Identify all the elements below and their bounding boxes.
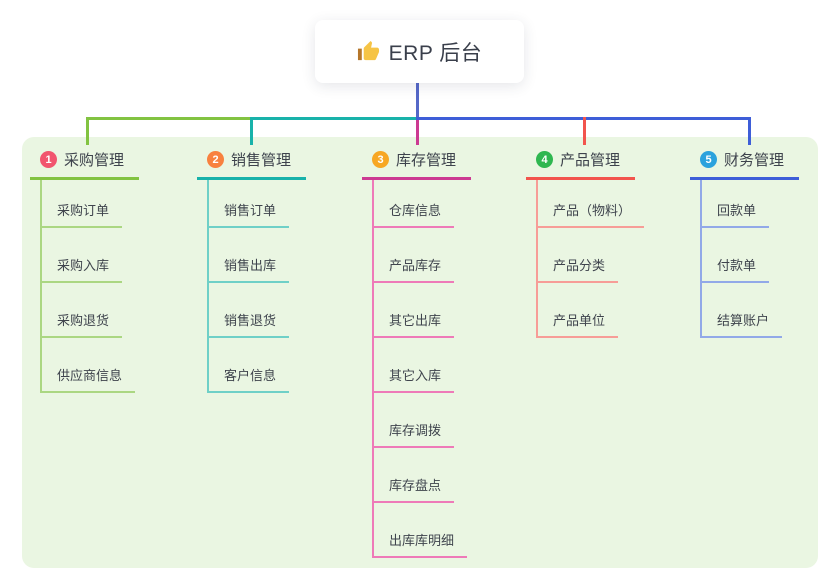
node-label[interactable]: 回款单 [700, 200, 770, 228]
connector-root-vertical [416, 83, 419, 118]
branch-1-badge: 1 [40, 151, 57, 168]
list-item: 结算账户 [700, 283, 799, 338]
branch-2-title: 销售管理 [231, 152, 292, 169]
list-item: 产品库存 [372, 228, 471, 283]
branch-finance-header[interactable]: 5 财务管理 [690, 149, 800, 180]
root-node-title: ERP 后台 [388, 41, 483, 65]
branch-3-children: 仓库信息 产品库存 其它出库 其它入库 库存调拨 库存盘点 出库库明细 [372, 180, 471, 558]
list-item: 产品分类 [536, 228, 644, 283]
branch-purchase-header[interactable]: 1 采购管理 [30, 149, 140, 180]
branch-inventory-header[interactable]: 3 库存管理 [362, 149, 472, 180]
branch-inventory: 3 库存管理 仓库信息 产品库存 其它出库 其它入库 库存调拨 库存盘点 出库库… [362, 149, 472, 558]
branch-product-header[interactable]: 4 产品管理 [526, 149, 636, 180]
list-item: 供应商信息 [40, 338, 139, 393]
branch-5-children: 回款单 付款单 结算账户 [700, 180, 799, 338]
node-label[interactable]: 结算账户 [700, 310, 783, 338]
list-item: 客户信息 [207, 338, 306, 393]
branch-4-children: 产品（物料） 产品分类 产品单位 [536, 180, 645, 338]
list-item: 库存调拨 [372, 393, 471, 448]
branch-3-badge: 3 [372, 151, 389, 168]
branch-product: 4 产品管理 产品（物料） 产品分类 产品单位 [526, 149, 645, 338]
branch-sales: 2 销售管理 销售订单 销售出库 销售退货 客户信息 [197, 149, 307, 393]
node-label[interactable]: 仓库信息 [372, 200, 455, 228]
branch-4-title: 产品管理 [560, 152, 621, 169]
list-item: 其它出库 [372, 283, 471, 338]
node-label[interactable]: 库存调拨 [372, 420, 455, 448]
connector-branch-1-drop [86, 117, 89, 145]
branch-purchase: 1 采购管理 采购订单 采购入库 采购退货 供应商信息 [30, 149, 140, 393]
branch-5-badge: 5 [700, 151, 717, 168]
list-item: 其它入库 [372, 338, 471, 393]
list-item: 出库库明细 [372, 503, 471, 558]
list-item: 采购订单 [40, 180, 139, 228]
branch-3-title: 库存管理 [396, 152, 457, 169]
node-label[interactable]: 产品（物料） [536, 200, 645, 228]
node-label[interactable]: 采购退货 [40, 310, 123, 338]
branch-5-title: 财务管理 [724, 152, 785, 169]
connector-branch-2-drop [250, 117, 253, 145]
list-item: 销售出库 [207, 228, 306, 283]
node-label[interactable]: 其它入库 [372, 365, 455, 393]
node-label[interactable]: 出库库明细 [372, 530, 468, 558]
node-label[interactable]: 产品单位 [536, 310, 619, 338]
list-item: 产品（物料） [536, 180, 645, 228]
thumbs-up-icon [357, 40, 379, 61]
list-item: 销售退货 [207, 283, 306, 338]
list-item: 销售订单 [207, 180, 306, 228]
node-label[interactable]: 其它出库 [372, 310, 455, 338]
connector-branch-1-horizontal [86, 117, 253, 120]
node-label[interactable]: 采购入库 [40, 255, 123, 283]
branch-1-title: 采购管理 [64, 152, 125, 169]
branch-2-badge: 2 [207, 151, 224, 168]
node-label[interactable]: 供应商信息 [40, 365, 136, 393]
connector-branch-4-drop [583, 117, 586, 145]
node-label[interactable]: 销售退货 [207, 310, 290, 338]
node-label[interactable]: 库存盘点 [372, 475, 455, 503]
branch-2-children: 销售订单 销售出库 销售退货 客户信息 [207, 180, 306, 393]
node-label[interactable]: 客户信息 [207, 365, 290, 393]
branch-sales-header[interactable]: 2 销售管理 [197, 149, 307, 180]
connector-branch-2-horizontal [250, 117, 418, 120]
list-item: 库存盘点 [372, 448, 471, 503]
node-label[interactable]: 产品库存 [372, 255, 455, 283]
branch-finance: 5 财务管理 回款单 付款单 结算账户 [690, 149, 800, 338]
node-label[interactable]: 销售出库 [207, 255, 290, 283]
list-item: 产品单位 [536, 283, 644, 338]
list-item: 付款单 [700, 228, 799, 283]
branch-1-children: 采购订单 采购入库 采购退货 供应商信息 [40, 180, 139, 393]
list-item: 仓库信息 [372, 180, 471, 228]
node-label[interactable]: 销售订单 [207, 200, 290, 228]
list-item: 采购入库 [40, 228, 139, 283]
node-label[interactable]: 产品分类 [536, 255, 619, 283]
connector-branch-5-drop [748, 117, 751, 145]
list-item: 回款单 [700, 180, 799, 228]
connector-branch-3-drop [416, 120, 419, 145]
list-item: 采购退货 [40, 283, 139, 338]
root-node-erp[interactable]: ERP 后台 [315, 20, 524, 83]
node-label[interactable]: 付款单 [700, 255, 770, 283]
node-label[interactable]: 采购订单 [40, 200, 123, 228]
branches-panel [22, 137, 818, 568]
branch-4-badge: 4 [536, 151, 553, 168]
